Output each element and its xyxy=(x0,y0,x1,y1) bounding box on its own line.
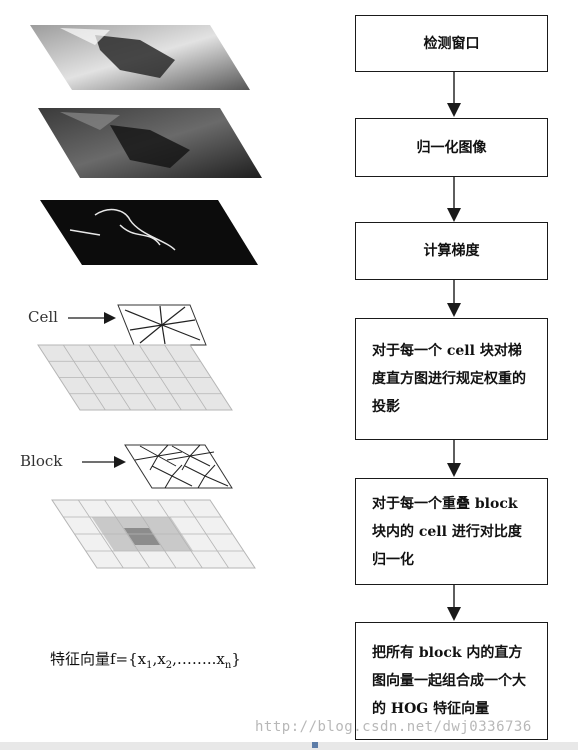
block-histogram-icon xyxy=(124,444,233,489)
step-cell-histogram-projection: 对于每一个 cell 块对梯度直方图进行规定权重的投影 xyxy=(355,318,548,440)
watermark-url: http://blog.csdn.net/dwj0336736 xyxy=(255,719,532,735)
feature-sub-1: 1 xyxy=(146,660,153,671)
bottom-strip-marker xyxy=(312,742,318,748)
block-label: Block xyxy=(20,452,63,470)
cell-grid xyxy=(37,344,233,411)
cell-histogram-icon xyxy=(117,304,207,346)
feature-dots: ,……..x xyxy=(172,650,225,668)
feature-prefix: 特征向量f={x xyxy=(50,650,147,668)
gradient-image xyxy=(40,200,258,265)
feature-mid: ,x xyxy=(152,650,166,668)
step-block-contrast-normalization: 对于每一个重叠 block 块内的 cell 进行对比度归一化 xyxy=(355,478,548,585)
cell-label: Cell xyxy=(28,308,58,326)
detection-window-image xyxy=(30,25,250,90)
feature-suffix: } xyxy=(231,650,241,668)
feature-sub-n: n xyxy=(224,660,232,671)
block-grid xyxy=(51,499,256,569)
step-normalize-image: 归一化图像 xyxy=(355,118,548,177)
step-detection-window: 检测窗口 xyxy=(355,15,548,72)
step-compute-gradient: 计算梯度 xyxy=(355,222,548,280)
step-hog-feature-vector: 把所有 block 内的直方图向量一起组合成一个大的 HOG 特征向量 xyxy=(355,622,548,740)
bottom-strip xyxy=(0,742,578,750)
normalized-image xyxy=(38,108,262,178)
feature-vector-formula: 特征向量f={x1,x2,……..xn} xyxy=(50,648,241,671)
feature-sub-2: 2 xyxy=(165,660,173,671)
